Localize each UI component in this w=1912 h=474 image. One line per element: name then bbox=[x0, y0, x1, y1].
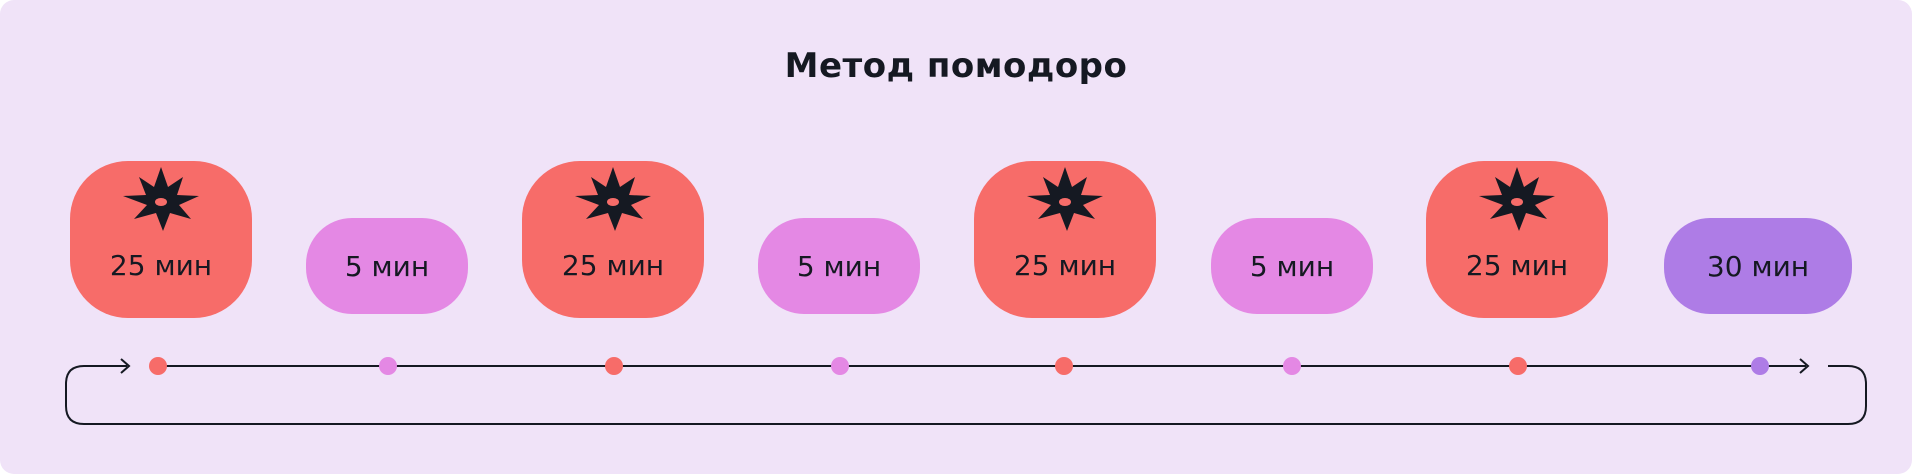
step-label: 25 мин bbox=[561, 249, 665, 282]
arrow-head-left bbox=[120, 358, 131, 374]
timeline-dot-short-break bbox=[379, 357, 397, 375]
tomato-star-icon bbox=[1027, 167, 1103, 231]
timeline-dot-work bbox=[1055, 357, 1073, 375]
timeline-dot-long-break bbox=[1751, 357, 1769, 375]
step-work-3: 25 мин bbox=[974, 161, 1156, 318]
timeline-dot-work bbox=[605, 357, 623, 375]
step-label: 5 мин bbox=[796, 249, 882, 283]
step-label: 5 мин bbox=[344, 249, 430, 283]
diagram-title: Метод помодоро bbox=[784, 46, 1128, 86]
step-work-4: 25 мин bbox=[1426, 161, 1608, 318]
step-label: 25 мин bbox=[1013, 249, 1117, 282]
step-short-break-1: 5 мин bbox=[306, 218, 468, 314]
tomato-star-icon bbox=[123, 167, 199, 231]
step-label: 25 мин bbox=[1465, 249, 1569, 282]
timeline-dot-work bbox=[149, 357, 167, 375]
timeline-dot-short-break bbox=[1283, 357, 1301, 375]
step-label: 30 мин bbox=[1706, 249, 1810, 283]
timeline-dot-work bbox=[1509, 357, 1527, 375]
step-label: 5 мин bbox=[1249, 249, 1335, 283]
arrow-head-right bbox=[1799, 358, 1810, 374]
tomato-star-icon bbox=[1479, 167, 1555, 231]
loop-connector bbox=[65, 365, 1867, 425]
tomato-star-icon bbox=[575, 167, 651, 231]
step-short-break-3: 5 мин bbox=[1211, 218, 1373, 314]
step-work-1: 25 мин bbox=[70, 161, 252, 318]
step-label: 25 мин bbox=[109, 249, 213, 282]
step-long-break: 30 мин bbox=[1664, 218, 1852, 314]
timeline-dot-short-break bbox=[831, 357, 849, 375]
step-work-2: 25 мин bbox=[522, 161, 704, 318]
step-short-break-2: 5 мин bbox=[758, 218, 920, 314]
